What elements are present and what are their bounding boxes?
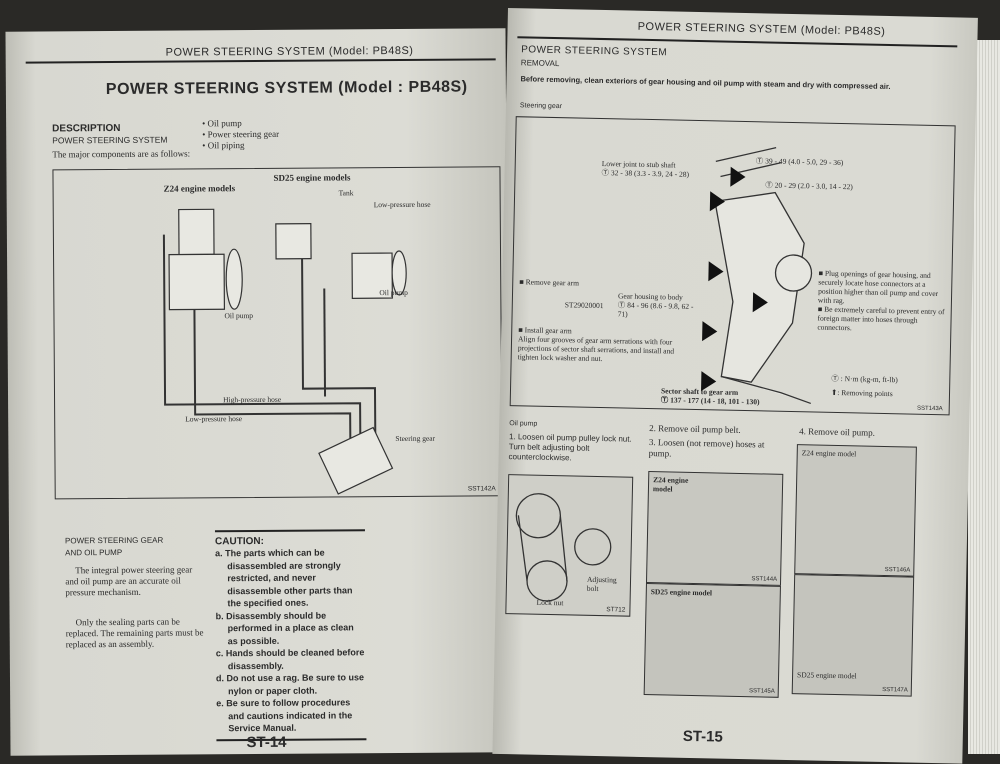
page-title: POWER STEERING SYSTEM [521,44,668,59]
tank-label: Tank [338,188,354,198]
caution-item: c. Hands should be cleaned before disass… [215,647,365,671]
running-header: POWER STEERING SYSTEM (Model: PB48S) [637,20,886,38]
notes: ■ Plug openings of gear housing, and sec… [817,268,945,333]
sd25-model-label: SD25 engine model [650,587,713,598]
lock-nut-label: Lock nut [536,597,564,608]
page-number: ST-14 [246,733,287,752]
intro-text: Before removing, clean exteriors of gear… [520,74,891,92]
step-2: 2. Remove oil pump belt. [649,423,741,435]
figure-code: SST143A [916,405,943,413]
z24-model-label: Z24 engine model [652,475,689,494]
right-page: POWER STEERING SYSTEM (Model: PB48S) POW… [492,8,978,764]
gear-section-para2: Only the sealing parts can be replaced. … [65,616,204,650]
legend-torque: Ⓣ : N·m (kg-m, ft-lb) [831,373,898,385]
step-3: 3. Loosen (not remove) hoses at pump. [648,437,765,459]
steering-gear-illustration [701,147,813,405]
oil-pump-z24-label: Oil pump [224,311,254,321]
figure-code: SST146A [884,567,911,574]
caution-item: e. Be sure to follow procedures and caut… [216,697,353,734]
oil-pump-label: Oil pump [509,420,538,428]
sd25-figure-step3: SD25 engine model SST145A [643,583,781,698]
oil-pump-sd25-label: Oil pump [379,287,408,298]
figure-code: SST145A [748,688,775,695]
caution-item: a. The parts which can be disassembled a… [215,547,353,609]
caution-item: b. Disassembly should be performed in a … [215,610,354,646]
tool-number: ST29020001 [564,300,604,311]
gear-section-para1: The integral power steering gear and oil… [65,564,193,598]
torque-2: Ⓣ 20 - 29 (2.0 - 3.0, 14 - 22) [765,180,853,192]
caution-box: CAUTION: a. The parts which can be disas… [214,529,367,741]
piping-diagram [162,208,407,495]
high-pressure-hose-label: High-pressure hose [223,394,282,405]
legend-removing: ⬆: Removing points [830,387,893,399]
description-heading: DESCRIPTION [52,122,121,135]
description-intro: The major components are as follows: [52,148,191,160]
z24-model-label: Z24 engine model [801,448,857,459]
z24-figure-step3: Z24 engine model SST144A [645,471,784,586]
low-pressure-hose-label: Low-pressure hose [185,414,243,424]
page-subtitle: REMOVAL [520,58,560,69]
adjusting-bolt-label: Adjusting bolt [586,574,617,594]
steering-gear-label: Steering gear [395,433,436,444]
figure-code: ST712 [606,606,626,614]
sd25-label: SD25 engine models [273,172,351,183]
figure-code: SST142A [467,485,496,493]
low-pressure-hose-top-label: Low-pressure hose [373,199,431,210]
component-list: • Oil pump • Power steering gear • Oil p… [202,118,279,152]
page-title: POWER STEERING SYSTEM (Model : PB48S) [105,78,468,99]
remove-gear-arm-label: ■ Remove gear arm [519,277,580,288]
description-subheading: POWER STEERING SYSTEM [52,134,168,146]
oil-pump-figure-1: Adjusting bolt Lock nut ST712 [505,474,634,617]
component-item: • Oil piping [202,140,245,151]
step-4: 4. Remove oil pump. [799,426,876,438]
left-page: POWER STEERING SYSTEM (Model: PB48S) POW… [5,28,511,756]
steering-gear-label: Steering gear [519,102,563,111]
component-item: • Power steering gear [202,128,280,140]
figure-code: SST147A [882,686,908,694]
figure-code: SST144A [751,576,778,583]
z24-label: Z24 engine models [163,183,236,194]
belt-illustration [515,493,612,602]
page-number: ST-15 [682,727,723,746]
components-diagram: Z24 engine models SD25 engine models Tan… [52,166,503,500]
step-1: 1. Loosen oil pump pulley lock nut. Turn… [508,432,632,463]
sd25-figure-step4: SD25 engine model SST147A [791,574,915,697]
sd25-model-label: SD25 engine model [797,670,857,681]
torque-1: Ⓣ 39 - 49 (4.0 - 5.0, 29 - 36) [755,156,844,168]
component-item: • Oil pump [202,118,242,129]
caution-item: d. Do not use a rag. Be sure to use nylo… [215,672,365,696]
running-header: POWER STEERING SYSTEM (Model: PB48S) [165,44,414,59]
z24-figure-step4: Z24 engine model SST146A [794,444,917,577]
